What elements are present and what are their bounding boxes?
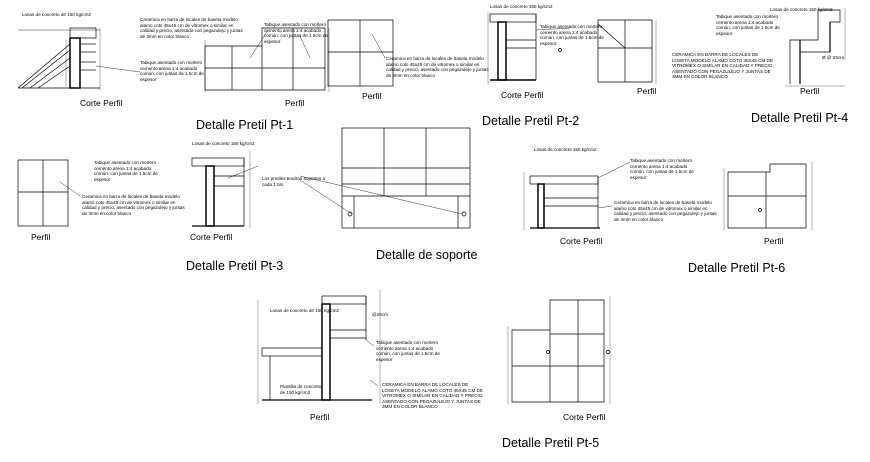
label-perfil: Perfil	[764, 236, 784, 246]
note-losa: Losas de concreto de 150 kg/cm2	[22, 12, 91, 17]
note-losa: Losas de concreto 150 kg/cm2	[192, 141, 255, 146]
soporte-drawing	[341, 127, 471, 229]
note-ceramica: Ceramica en barra de locales de baseta m…	[614, 200, 717, 222]
note-tabique: Tabique asentado con mortero cemento are…	[140, 60, 204, 82]
note-tabique: Tabique asentado con mortero cemento are…	[376, 340, 440, 362]
note-tabique: Tabique asentado con mortero cemento are…	[94, 160, 158, 182]
title-pt4: Detalle Pretil Pt-4	[751, 111, 849, 125]
pt1-corte-perfil-drawing	[17, 27, 101, 90]
note-pretiles: Los pretiles tendran soportes a cada 1.5…	[262, 176, 326, 187]
pt2-perfil-drawing	[327, 19, 394, 87]
label-corte-perfil: Corte Perfil	[560, 236, 603, 246]
label-corte-perfil: Corte Perfil	[501, 90, 544, 100]
leader-lines	[59, 27, 631, 387]
pt5-corte-perfil-drawing	[257, 290, 381, 404]
label-corte-perfil: Corte Perfil	[563, 412, 606, 422]
note-losa: Losas de concreto 150 kg/cm2	[490, 4, 553, 9]
label-perfil: Perfil	[800, 86, 820, 96]
title-soporte: Detalle de soporte	[376, 248, 478, 262]
pt3-corte-perfil-drawing	[191, 150, 251, 228]
note-tabique: Tabique asentado con mortero cemento are…	[540, 24, 604, 46]
pt2-corte-perfil-drawing	[487, 12, 537, 84]
pt4-corte-perfil-drawing	[785, 8, 846, 87]
pt2-perfil-right-drawing	[597, 19, 657, 84]
label-corte-perfil: Corte Perfil	[80, 98, 123, 108]
title-pt1: Detalle Pretil Pt-1	[196, 118, 294, 132]
label-corte-perfil: Corte Perfil	[190, 232, 233, 242]
note-ceramica-caps: CERAMICA EN BARRA DE LOCALES DE LOSETA M…	[672, 52, 774, 80]
note-ceramica: Ceramica en barra de locales de baseta m…	[140, 17, 243, 39]
title-pt5: Detalle Pretil Pt-5	[502, 436, 600, 450]
title-pt3: Detalle Pretil Pt-3	[186, 259, 284, 273]
note-losa: Losas de concreto 150 kg/cm2	[770, 7, 833, 12]
label-perfil: Perfil	[637, 86, 657, 96]
pt1-perfil-drawing	[204, 27, 330, 92]
note-tabique: Tabique asentado con mortero cemento are…	[716, 14, 780, 36]
note-diam-a: Ø @ 25cm	[822, 55, 845, 60]
note-diam-b: @25cm	[372, 312, 388, 317]
note-plantilla: Plantilla de concreto de 150 kg/cm2	[280, 384, 322, 395]
pt6-corte-perfil-drawing	[523, 172, 600, 230]
title-pt6: Detalle Pretil Pt-6	[688, 261, 786, 275]
pt5-perfil-drawing	[507, 296, 611, 404]
note-ceramica: Ceramica en barra de locales de baseta m…	[386, 56, 489, 78]
note-tabique: Tabique asentado con mortero cemento are…	[630, 158, 694, 180]
note-tabique: Tabique asentado con mortero cemento are…	[264, 22, 328, 44]
label-perfil: Perfil	[285, 98, 305, 108]
pt6-perfil-drawing	[723, 162, 813, 230]
note-losa: Losas de concreto 150 kg/cm2	[534, 147, 597, 152]
label-perfil: Perfil	[310, 412, 330, 422]
note-ceramica-caps: CERAMICA EN BARRA DE LOCALES DE LOSETA M…	[382, 382, 484, 410]
note-ceramica: Ceramica en barra de locales de baseta m…	[82, 194, 185, 216]
pt3-perfil-drawing	[17, 159, 69, 227]
note-losa: Losas de concreto de 150 kg/cm2	[270, 308, 339, 313]
title-pt2: Detalle Pretil Pt-2	[482, 114, 580, 128]
label-perfil: Perfil	[31, 232, 51, 242]
label-perfil: Perfil	[362, 91, 382, 101]
